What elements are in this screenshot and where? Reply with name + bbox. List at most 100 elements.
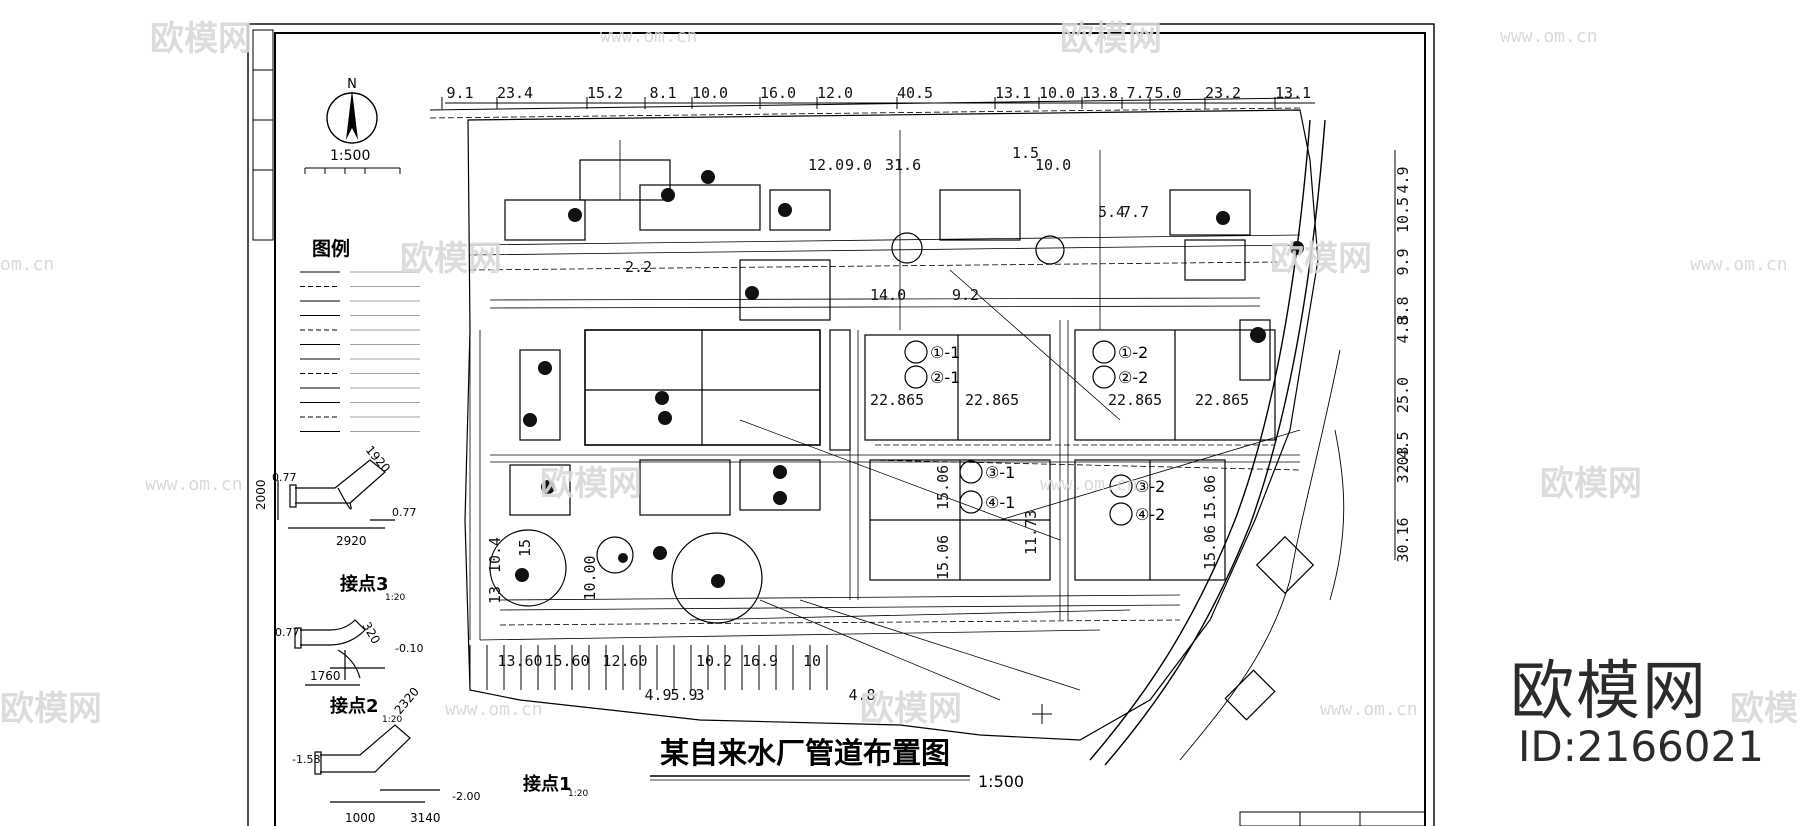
bottom-dimension-label: 16.9	[742, 652, 778, 670]
interior-dim: 12.0	[808, 156, 844, 174]
drawing-title-scale: 1:500	[978, 772, 1024, 791]
watermark-logo: 欧模网	[1730, 689, 1800, 729]
detail1-dim-1000: 1000	[345, 811, 376, 825]
watermark-logo: 欧模网	[150, 19, 252, 59]
detail1-dim-2320: 2320	[392, 685, 422, 717]
drawing-title: 某自来水厂管道布置图	[660, 736, 950, 770]
interior-dim: 22.865	[870, 391, 924, 409]
tank-id-label: ③-2	[1135, 477, 1165, 496]
right-dimension-label: 25.0	[1394, 377, 1412, 413]
watermark-logo: 欧模网	[1270, 239, 1372, 279]
sheet-outer-border	[247, 23, 1435, 826]
tank-ids: ①-1②-1①-2②-2③-1④-1③-2④-2	[904, 340, 1165, 526]
watermark-url: www.om.cn	[1040, 474, 1138, 495]
bottom-hatching	[469, 645, 828, 690]
top-dimension-label: 40.5	[897, 84, 933, 102]
right-dimension-label: 4.5	[1394, 431, 1412, 458]
watermark-url: www.om.cn	[600, 26, 698, 47]
top-dimension-label: 15.2	[587, 84, 623, 102]
interior-dim: 14.0	[870, 286, 906, 304]
watermark-logo: 欧模网	[0, 689, 102, 729]
tank-id-label: ②-2	[1118, 368, 1148, 387]
bottom-dimension-label: 12.60	[602, 652, 647, 670]
tank-id-label: ①-2	[1118, 343, 1148, 362]
detail3-dim-2000: 2000	[254, 479, 268, 510]
detail2-dim-1760: 1760	[310, 669, 341, 683]
top-dimension-label: 13.8	[1082, 84, 1118, 102]
top-dimension-label: 13.1	[995, 84, 1031, 102]
detail3-dim-1920: 1920	[363, 443, 393, 475]
detail2-name: 接点2	[330, 695, 379, 717]
interior-dim: 9.2	[952, 286, 979, 304]
interior-dim: 15.06	[934, 465, 952, 510]
detail3-scale: 1:20	[385, 593, 405, 603]
pump-markers	[515, 170, 1304, 588]
detail2-dim-077: 0.77	[275, 626, 300, 639]
bottom-dimension-label: 4.8	[848, 686, 875, 704]
interior-dim: 9.0	[845, 156, 872, 174]
tank-id-label: ②-1	[930, 368, 960, 387]
interior-dim: 22.865	[1108, 391, 1162, 409]
detail2-scale: 1:20	[382, 715, 402, 725]
tank-id-label: ④-1	[985, 493, 1015, 512]
left-dimension-label: 13	[486, 586, 504, 604]
right-dimension-label: 2.3	[1394, 446, 1412, 473]
bottom-dimension-label: 4.9	[644, 686, 671, 704]
title-block	[1239, 811, 1426, 826]
right-dimension-label: 10.5	[1394, 197, 1412, 233]
watermark-url: www.om.cn	[1320, 699, 1418, 720]
interior-dim: 22.865	[1195, 391, 1249, 409]
top-dimension-label: 8.1	[649, 84, 676, 102]
left-dimension-label: 10.00	[581, 555, 599, 600]
top-dimension-label: 12.0	[817, 84, 853, 102]
watermarks: 欧模网 www.om.cn 欧模网 www.om.cn om.cn 欧模网 欧模…	[0, 19, 1800, 729]
detail1-dim-158: -1.58	[292, 753, 320, 766]
detail-1	[314, 724, 440, 803]
dashed-pipes	[469, 261, 1301, 626]
top-dimension-label: 10.0	[1039, 84, 1075, 102]
detail3-dim-077a: 0.77	[272, 471, 297, 484]
top-dimension-label: 16.0	[760, 84, 796, 102]
detail3-name: 接点3	[340, 573, 389, 595]
crosshair-mark	[1032, 704, 1052, 724]
left-dimension-chain: 10.4 13 15 10.00	[486, 537, 599, 604]
right-dimension-chain: 4.910.59.93.84.825.04.52.33.030.16	[1394, 150, 1412, 563]
watermark-url: om.cn	[0, 254, 54, 275]
tank-id-label: ①-1	[930, 343, 960, 362]
right-dimension-label: 30.16	[1394, 517, 1412, 562]
legend-title: 图例	[312, 237, 350, 260]
top-dimension-label: 13.1	[1275, 84, 1311, 102]
watermark-url: www.om.cn	[1690, 254, 1788, 275]
interior-dim: 1.5	[1012, 144, 1039, 162]
bottom-dimension-label: 5.9	[670, 686, 697, 704]
watermark-logo: 欧模网	[400, 239, 502, 279]
top-dimension-label: 5.0	[1154, 84, 1181, 102]
brand-id: ID:2166021	[1518, 722, 1764, 771]
interior-dim: 15.06	[1201, 525, 1219, 570]
left-dimension-label: 15	[516, 539, 534, 557]
interior-labels: 12.0 9.0 31.6 10.0 1.5 5.4 7.7 14.0 9.2 …	[625, 144, 1249, 580]
top-dimension-label: 10.0	[692, 84, 728, 102]
north-arrow: N 1:500	[304, 77, 401, 174]
watermark-url: www.om.cn	[445, 699, 543, 720]
interior-dim: 11.73	[1022, 510, 1040, 555]
detail-2	[294, 619, 385, 686]
watermark-logo: 欧模网	[860, 689, 962, 729]
right-dimension-label: 4.8	[1394, 316, 1412, 343]
site-boundary	[464, 109, 1319, 741]
left-dimension-label: 10.4	[486, 537, 504, 573]
interior-dim: 15.06	[1201, 475, 1219, 520]
detail-3	[277, 459, 395, 529]
pipe-network	[469, 130, 1301, 701]
interior-dim: 31.6	[885, 156, 921, 174]
interior-dim: 2.2	[625, 258, 652, 276]
interior-dim: 7.7	[1122, 203, 1149, 221]
right-dimension-label: 4.9	[1394, 166, 1412, 193]
detail1-dim-3140: 3140	[410, 811, 441, 825]
interior-dim: 10.0	[1035, 156, 1071, 174]
bottom-dimension-label: 10.2	[696, 652, 732, 670]
bottom-dimension-label: 13.60	[497, 652, 542, 670]
tank-id-label: ③-1	[985, 463, 1015, 482]
right-dimension-label: 9.9	[1394, 248, 1412, 275]
